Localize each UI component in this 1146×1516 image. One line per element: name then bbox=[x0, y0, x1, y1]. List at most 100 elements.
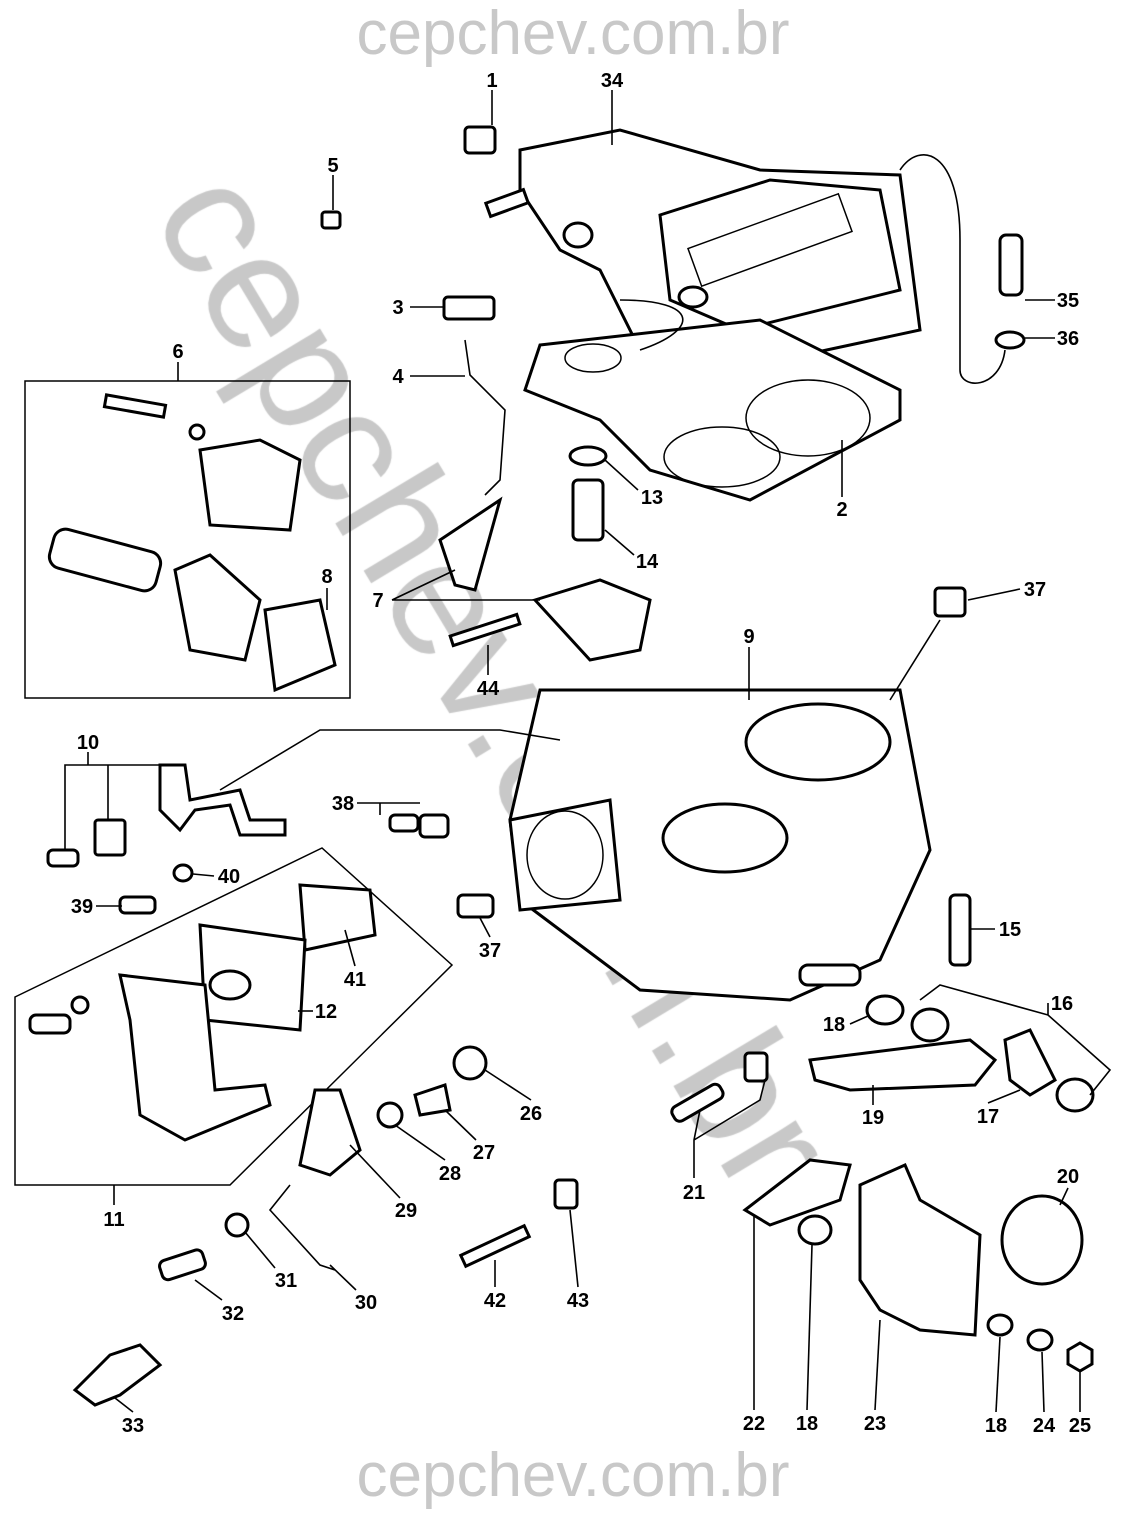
callout-28: 28 bbox=[439, 1163, 461, 1185]
callout-23: 23 bbox=[864, 1413, 886, 1435]
part-31-washer bbox=[224, 1212, 250, 1238]
leader-lines bbox=[64, 90, 1112, 1413]
part-36-washer bbox=[994, 330, 1026, 350]
callout-7: 7 bbox=[372, 590, 383, 612]
part-27-plate bbox=[413, 1083, 452, 1117]
part-17-lever bbox=[1003, 1028, 1057, 1097]
part-22-lever bbox=[742, 1158, 852, 1227]
part-39-screw bbox=[118, 895, 157, 915]
part-7-float-arm bbox=[438, 496, 503, 592]
part-3 bbox=[442, 295, 496, 321]
callout-16: 16 bbox=[1051, 993, 1073, 1015]
callout-12: 12 bbox=[315, 1001, 337, 1023]
callout-34: 34 bbox=[601, 70, 624, 92]
callout-26: 26 bbox=[520, 1103, 542, 1125]
part-20-coil-spring bbox=[1000, 1194, 1084, 1286]
callout-40: 40 bbox=[218, 866, 240, 888]
part-23-housing bbox=[858, 1163, 982, 1337]
callout-30: 30 bbox=[355, 1292, 377, 1314]
callout-31: 31 bbox=[275, 1270, 297, 1292]
part-21-screw bbox=[670, 1082, 725, 1123]
callout-11: 11 bbox=[103, 1209, 124, 1231]
part-44-pin bbox=[448, 612, 522, 648]
callout-5: 5 bbox=[327, 155, 338, 177]
part-7-float bbox=[532, 578, 652, 662]
callout-15: 15 bbox=[999, 919, 1021, 941]
part-38-jet-2 bbox=[388, 813, 420, 833]
detail-frame-6 bbox=[24, 380, 351, 699]
callout-39: 39 bbox=[71, 896, 93, 918]
part-16-washer-2 bbox=[1055, 1077, 1095, 1113]
part-21-nut bbox=[743, 1051, 769, 1083]
part-18-washer bbox=[865, 994, 905, 1026]
callout-4: 4 bbox=[392, 366, 404, 388]
callout-6: 6 bbox=[172, 341, 183, 363]
callout-17: 17 bbox=[977, 1106, 999, 1128]
callout-10: 10 bbox=[77, 732, 99, 754]
callout-41: 41 bbox=[344, 969, 366, 991]
part-26-spring bbox=[452, 1045, 488, 1081]
part-18-washer-2 bbox=[797, 1214, 833, 1246]
part-42-screw bbox=[458, 1223, 532, 1269]
watermark-top: cepchev.com.br bbox=[356, 0, 789, 68]
callout-33: 33 bbox=[122, 1415, 144, 1437]
part-10-bracket bbox=[158, 763, 287, 837]
part-38-jet bbox=[418, 813, 450, 839]
callout-42: 42 bbox=[484, 1290, 506, 1312]
part-37-screw bbox=[933, 586, 967, 618]
part-30-rod bbox=[268, 1184, 336, 1271]
callout-3: 3 bbox=[392, 297, 403, 319]
callout-36: 36 bbox=[1057, 328, 1079, 350]
callout-24: 24 bbox=[1033, 1415, 1056, 1437]
callout-21: 21 bbox=[683, 1182, 705, 1204]
callout-14: 14 bbox=[636, 551, 659, 573]
callout-38: 38 bbox=[332, 793, 354, 815]
callout-37-lower: 37 bbox=[479, 940, 501, 962]
callout-18-c: 18 bbox=[985, 1415, 1007, 1437]
callout-labels: 1 34 5 35 36 3 4 6 13 2 14 8 7 37 44 9 1… bbox=[71, 70, 1091, 1437]
callout-2: 2 bbox=[836, 499, 847, 521]
part-5 bbox=[320, 210, 342, 230]
part-16-washer bbox=[910, 1007, 950, 1043]
callout-19: 19 bbox=[862, 1107, 884, 1129]
callout-43: 43 bbox=[567, 1290, 589, 1312]
part-35-screw bbox=[998, 233, 1024, 297]
callout-35: 35 bbox=[1057, 290, 1079, 312]
callout-32: 32 bbox=[222, 1303, 244, 1325]
callout-22: 22 bbox=[743, 1413, 765, 1435]
carburetor-main-body bbox=[508, 688, 932, 1002]
vacuum-diaphragm-assembly bbox=[28, 883, 377, 1142]
callout-29: 29 bbox=[395, 1200, 417, 1222]
part-18-washer-3 bbox=[986, 1313, 1014, 1337]
watermark-bottom: cepchev.com.br bbox=[356, 1441, 789, 1510]
callout-13: 13 bbox=[641, 487, 663, 509]
part-29-lever bbox=[298, 1088, 362, 1177]
callout-18: 18 bbox=[823, 1014, 845, 1036]
part-33-valve bbox=[72, 1343, 163, 1407]
part-32-screw bbox=[158, 1248, 207, 1282]
part-15-spring bbox=[948, 893, 972, 967]
callout-9: 9 bbox=[743, 626, 754, 648]
part-28-bushing bbox=[376, 1101, 404, 1129]
part-13-washer bbox=[568, 445, 608, 467]
part-24-washer bbox=[1026, 1328, 1054, 1352]
callout-44: 44 bbox=[477, 678, 500, 700]
callout-25: 25 bbox=[1069, 1415, 1091, 1437]
part-43-spring bbox=[553, 1178, 579, 1210]
callout-18-b: 18 bbox=[796, 1413, 818, 1435]
part-14-valve bbox=[571, 478, 605, 542]
callout-20: 20 bbox=[1057, 1166, 1079, 1188]
callout-1: 1 bbox=[486, 70, 497, 92]
callout-8: 8 bbox=[321, 566, 332, 588]
gasket bbox=[523, 318, 902, 502]
callout-37: 37 bbox=[1024, 579, 1046, 601]
callout-27: 27 bbox=[473, 1142, 495, 1164]
part-19-lever bbox=[808, 1038, 998, 1092]
part-40-washer bbox=[172, 863, 194, 883]
part-4-rod bbox=[464, 339, 506, 496]
part-10-screw bbox=[46, 848, 80, 868]
detail-frame-11 bbox=[14, 847, 454, 1186]
accelerator-pump-assembly bbox=[47, 393, 337, 693]
carburetor-top-cover bbox=[463, 125, 922, 362]
